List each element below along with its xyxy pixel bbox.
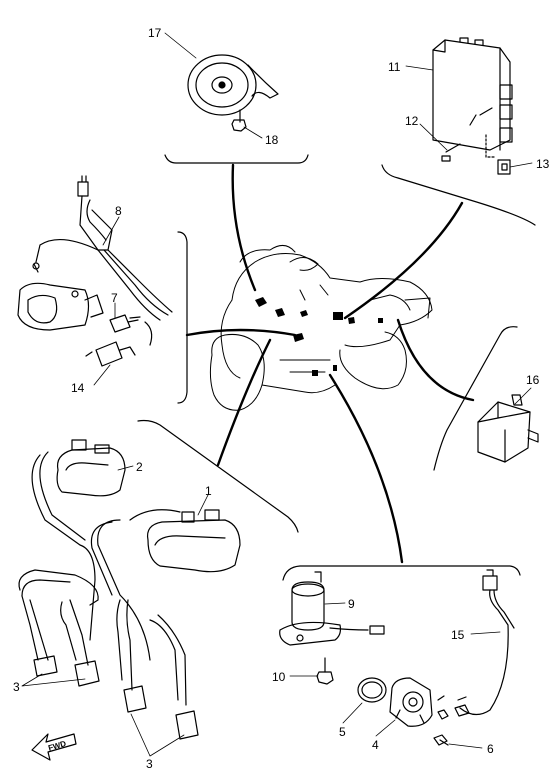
group-bracket-left bbox=[177, 231, 188, 404]
ignition-coil-1-part bbox=[90, 509, 241, 661]
callout-18: 18 bbox=[265, 133, 279, 147]
callout-5: 5 bbox=[339, 725, 346, 739]
callout-10: 10 bbox=[272, 670, 286, 684]
group-bracket-horn bbox=[164, 154, 309, 164]
neutral-switch-4-part bbox=[389, 677, 449, 727]
callout-3-left: 3 bbox=[13, 680, 20, 694]
group-bracket-ignition bbox=[137, 419, 299, 533]
gasket-5-part bbox=[357, 677, 387, 703]
sensor-harness-part bbox=[17, 175, 173, 367]
callout-15: 15 bbox=[451, 628, 465, 642]
ignition-coil-2-part bbox=[31, 439, 126, 641]
leader-lines bbox=[185, 163, 475, 564]
callout-1: 1 bbox=[205, 484, 212, 498]
callout-11: 11 bbox=[388, 60, 401, 74]
callout-6: 6 bbox=[487, 742, 494, 756]
callout-13: 13 bbox=[536, 157, 550, 171]
group-bracket-ecu bbox=[381, 164, 536, 226]
callout-16: 16 bbox=[526, 373, 540, 387]
spark-plug-caps-part bbox=[18, 569, 199, 740]
starter-relay-part bbox=[279, 571, 385, 646]
callout-14: 14 bbox=[71, 381, 85, 395]
lead-wire-15-part bbox=[454, 569, 515, 717]
group-bracket-starter bbox=[282, 565, 521, 581]
fwd-arrow-icon: FWD bbox=[31, 733, 77, 761]
horn-part bbox=[187, 54, 279, 132]
ecu-part bbox=[432, 37, 513, 175]
callout-12: 12 bbox=[405, 114, 419, 128]
callout-3-bottom: 3 bbox=[146, 757, 153, 771]
callout-4: 4 bbox=[372, 738, 379, 752]
callout-numbers: 17 18 11 12 13 8 7 14 16 2 1 9 15 10 5 4… bbox=[13, 26, 550, 771]
callout-7: 7 bbox=[111, 291, 118, 305]
callout-17: 17 bbox=[148, 26, 162, 40]
callout-2: 2 bbox=[136, 460, 143, 474]
callout-8: 8 bbox=[115, 204, 122, 218]
motorcycle-mount-marks bbox=[255, 297, 383, 376]
callout-leaders bbox=[21, 32, 533, 757]
relay-part bbox=[477, 394, 539, 463]
motorcycle-outline bbox=[209, 245, 433, 411]
callout-9: 9 bbox=[348, 597, 355, 611]
group-bracket-relay bbox=[433, 326, 518, 471]
bolt-10-part bbox=[316, 657, 334, 685]
bolt-6-part bbox=[433, 734, 449, 746]
